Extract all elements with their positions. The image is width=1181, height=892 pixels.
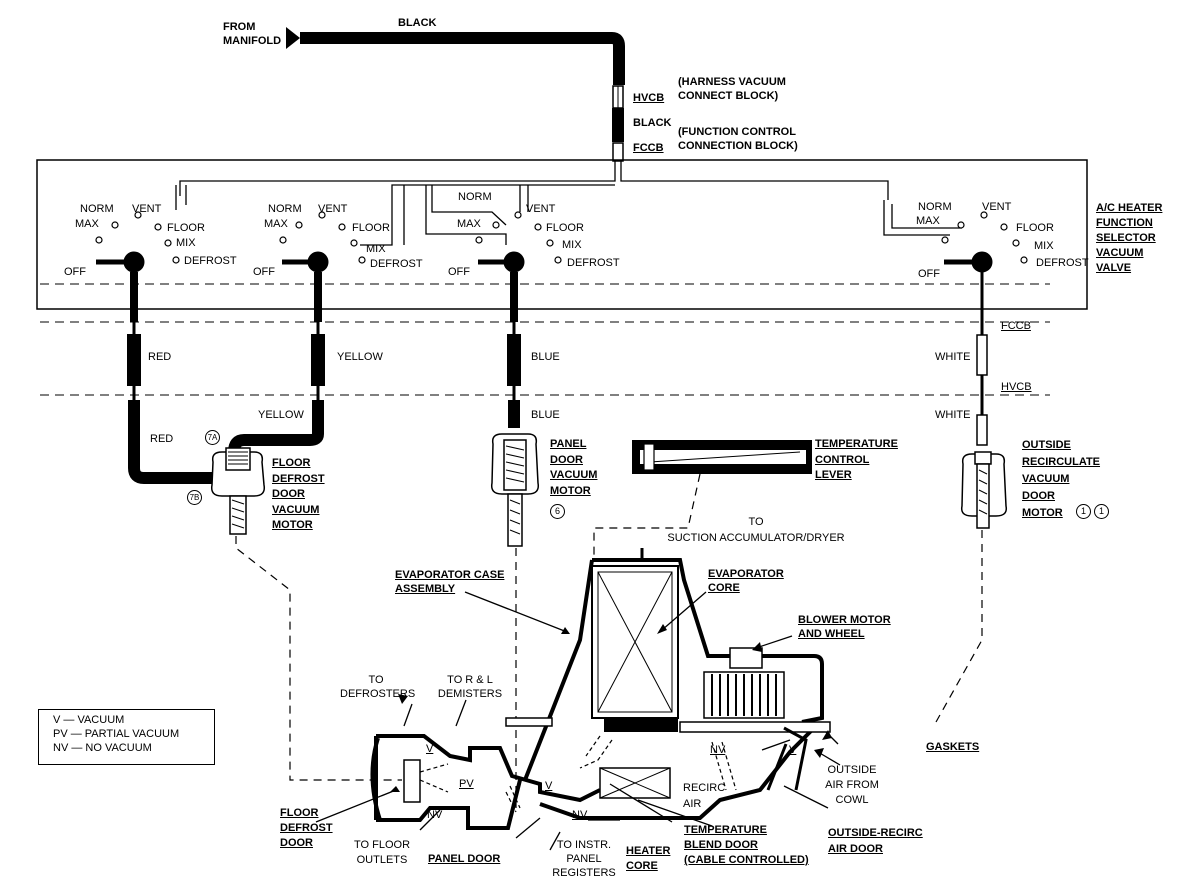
hvcb-block-label: HVCB [1001,381,1032,393]
evaporator-case [370,558,831,830]
fccb-code-label: FCCB [633,142,664,154]
blue-label: BLUE [531,351,560,363]
outside-recirc-motor-label: OUTSIDE RECIRCULATE VACUUM DOOR MOTOR [1022,439,1101,519]
yellow-lower-label: YELLOW [258,409,304,421]
legend-no-vacuum: NV — NO VACUUM [53,742,152,754]
vent-label: VENT [318,203,348,215]
blower-label: BLOWER MOTOR AND WHEEL [798,614,891,640]
evap-case-label: EVAPORATOR CASE ASSEMBLY [395,569,505,595]
temperature-lever [632,440,812,474]
manifold-arrow [286,27,300,49]
off-label: OFF [64,266,86,278]
panel-door-label: PANEL DOOR [428,853,501,865]
code-v-3: V [789,744,797,756]
floor-label: FLOOR [167,222,205,234]
floor-label: FLOOR [1016,222,1054,234]
code-nv-2: NV [572,809,588,821]
callout-1a: 1 [1076,504,1091,519]
floor-defrost-door-label: FLOOR DEFROST DOOR [280,807,333,849]
black-mid-label: BLACK [633,117,672,129]
to-defrosters-label: TO DEFROSTERS [340,674,416,700]
norm-label: NORM [268,203,302,215]
temperature-lever-label: TEMPERATURE CONTROL LEVER [815,438,898,481]
recirc-air-label: RECIRC AIR [683,782,726,810]
code-v-1: V [426,743,434,755]
floor-defrost-motor [210,447,266,535]
outside-air-label: OUTSIDE AIR FROM COWL [825,764,879,806]
floor-label: FLOOR [546,222,584,234]
code-v-2: V [545,780,553,792]
black-hose-label: BLACK [398,17,437,29]
temp-blend-label: TEMPERATURE BLEND DOOR (CABLE CONTROLLED… [684,824,809,866]
code-nv-1: NV [427,809,443,821]
norm-label: NORM [80,203,114,215]
white-lower-label: WHITE [935,409,971,421]
code-nv-3: NV [710,744,726,756]
fccb-desc-label: (FUNCTION CONTROL CONNECTION BLOCK) [678,126,798,152]
callout-7a: 7A [205,430,220,445]
callout-6: 6 [550,504,565,519]
mix-label: MIX [366,243,386,255]
legend-box: V — VACUUM PV — PARTIAL VACUUM NV — NO V… [38,709,215,765]
mix-label: MIX [176,237,196,249]
gaskets-label: GASKETS [926,741,980,753]
hvcb-desc-label: (HARNESS VACUUM CONNECT BLOCK) [678,76,786,102]
off-label: OFF [448,266,470,278]
red-lower-label: RED [150,433,174,445]
max-label: MAX [457,218,481,230]
vent-label: VENT [526,203,556,215]
heater-core-label: HEATER CORE [626,845,671,872]
evap-core-label: EVAPORATOR CORE [708,568,784,594]
callout-7b: 7B [187,490,202,505]
off-label: OFF [918,268,940,280]
defrost-label: DEFROST [567,257,620,269]
legend-partial-vacuum: PV — PARTIAL VACUUM [53,728,180,740]
vent-label: VENT [982,201,1012,213]
max-label: MAX [75,218,99,230]
code-pv: PV [459,778,474,790]
hvcb-code-label: HVCB [633,92,665,104]
defrost-label: DEFROST [1036,257,1089,269]
max-label: MAX [264,218,288,230]
from-manifold-label: FROM MANIFOLD [223,21,282,47]
mix-label: MIX [562,239,582,251]
fccb-block-label: FCCB [1001,320,1031,332]
floor-defrost-motor-label: FLOOR DEFROST DOOR VACUUM MOTOR [272,457,325,531]
vent-label: VENT [132,203,162,215]
valve-title: A/C HEATER FUNCTION SELECTOR VACUUM VALV… [1096,202,1163,274]
defrost-label: DEFROST [370,258,423,270]
floor-label: FLOOR [352,222,390,234]
panel-door-motor [490,433,540,547]
blue-lower-label: BLUE [531,409,560,421]
legend-vacuum: V — VACUUM [53,714,125,726]
norm-label: NORM [918,201,952,213]
callout-1b: 1 [1094,504,1109,519]
to-demisters-label: TO R & L DEMISTERS [437,674,503,700]
red-label: RED [148,351,172,363]
outside-recirc-motor [960,451,1008,529]
suction-label: TO SUCTION ACCUMULATOR/DRYER [667,516,845,544]
off-label: OFF [253,266,275,278]
red-hose-lower [128,400,212,484]
to-instr-label: TO INSTR. PANEL REGISTERS [552,839,616,879]
norm-label: NORM [458,191,492,203]
to-floor-label: TO FLOOR OUTLETS [353,839,411,866]
yellow-hose-lower [228,400,324,453]
max-label: MAX [916,215,940,227]
outside-recirc-door-label: OUTSIDE-RECIRC AIR DOOR [828,827,923,855]
defrost-label: DEFROST [184,255,237,267]
black-hose-top [300,32,625,85]
white-label: WHITE [935,351,971,363]
mix-label: MIX [1034,240,1054,252]
fccb-connector [612,142,624,162]
yellow-label: YELLOW [337,351,383,363]
panel-motor-label: PANEL DOOR VACUUM MOTOR [550,438,598,497]
valve-box [36,159,1088,310]
